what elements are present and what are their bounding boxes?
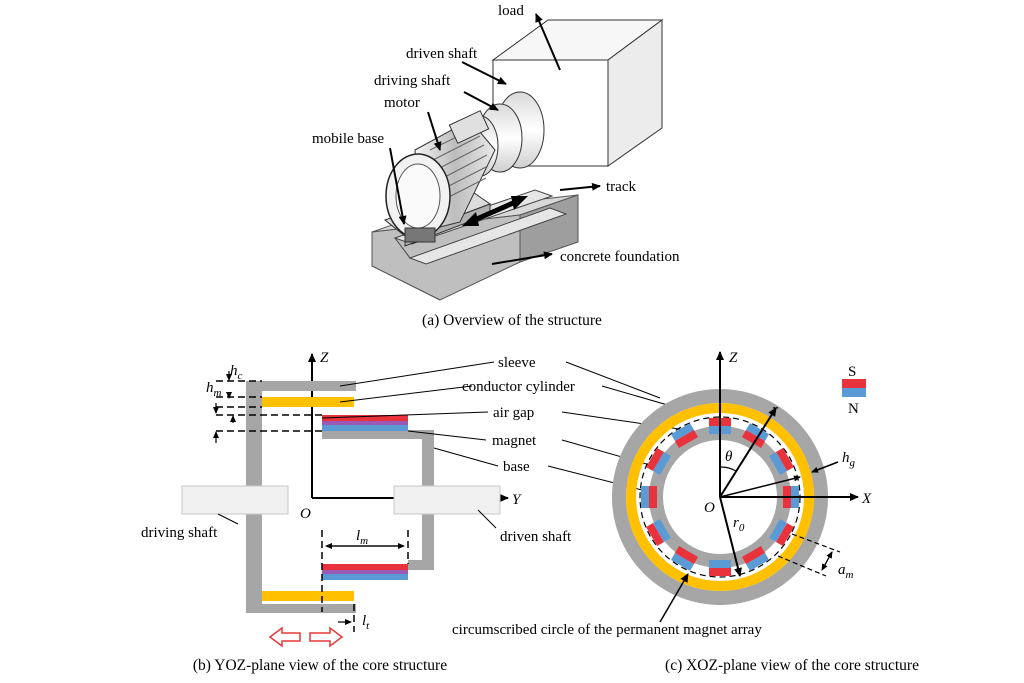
panel-c-xoz: Z X O r θ r0 hg am S N circumscribed cir… [452,350,919,674]
magnet-segment [646,447,671,476]
y-axis-label-b: Y [512,492,522,508]
panel-b-caption: (b) YOZ-plane view of the core structure [193,657,447,674]
motor-pointer [427,111,442,151]
theta-arc [719,466,737,472]
r0-vector [719,496,742,577]
hm-symbol: hm [206,380,222,399]
foundation-pointer [491,251,553,265]
motor-label: motor [384,95,420,111]
conductor-bottom [262,591,354,601]
magnet-segment [670,546,699,571]
hc-symbol: hc [230,363,243,382]
circ-pointer [659,573,689,623]
hg-pointer [811,461,839,473]
driven-shaft-label: driven shaft [406,46,478,62]
callout-lines [217,361,701,529]
dimension-arrows-b [213,371,405,625]
magnet-segment [641,486,657,508]
driven-shaft-block [393,485,501,515]
z-axis-label-c: Z [729,350,738,366]
legend-s: S [848,364,856,380]
panel-c-caption: (c) XOZ-plane view of the core structure [665,657,919,674]
origin-label-c: O [704,500,715,516]
am-dimension [777,533,841,577]
hg-vector [719,475,801,498]
magnet-segment [741,546,770,571]
driving-shaft-block [181,485,289,515]
driven-shaft-label-b: driven shaft [500,529,572,545]
track-label: track [606,179,636,195]
magnet-segment [741,423,770,448]
hg-symbol: hg [842,450,856,469]
driving-shaft-label-b: driving shaft [141,525,218,541]
concrete-foundation-label: concrete foundation [560,249,680,265]
magnet-top [322,415,408,431]
magnet-segment [670,423,699,448]
magnet-segment [646,518,671,547]
z-axis-label-b: Z [320,350,329,366]
panel-a-overview: load driven shaft driving shaft motor mo… [312,3,680,329]
theta-symbol: θ [725,449,733,465]
conductor-top [262,397,354,407]
driven-shaft-pointer [461,61,507,85]
driving-shaft-label: driving shaft [374,73,451,89]
origin-label-b: O [300,506,311,522]
am-symbol: am [838,562,854,581]
driving-shaft-pointer [463,91,499,111]
magnet-segment [769,447,794,476]
panel-a-caption: (a) Overview of the structure [422,312,602,329]
sleeve-label: sleeve [498,355,536,371]
mobile-base-label: mobile base [312,131,384,147]
lt-symbol: lt [362,613,370,632]
mobile-base-pointer [389,147,407,225]
lm-symbol: lm [356,528,368,547]
load-pointer [535,13,561,71]
pole-legend: S N [842,364,866,417]
axial-shift-arrows [268,626,344,648]
base-label: base [503,459,530,475]
magnet-bottom [322,564,408,580]
x-axis-label-c: X [861,491,872,507]
r0-symbol: r0 [733,515,745,534]
magnet-segment [769,518,794,547]
magnet-label: magnet [492,433,537,449]
air-gap-label: air gap [493,405,534,421]
r-vector [719,407,777,498]
magnet-segment [709,560,731,576]
r-symbol: r [772,402,778,418]
conductor-cylinder-label: conductor cylinder [462,379,575,395]
magnet-array [641,418,799,576]
track-pointer [559,182,601,191]
legend-n: N [848,401,859,417]
load-label: load [498,3,524,19]
panel-b-yoz: Z Y O [141,350,701,674]
circumscribed-label: circumscribed circle of the permanent ma… [452,622,762,638]
track-movement-arrow [462,196,528,226]
